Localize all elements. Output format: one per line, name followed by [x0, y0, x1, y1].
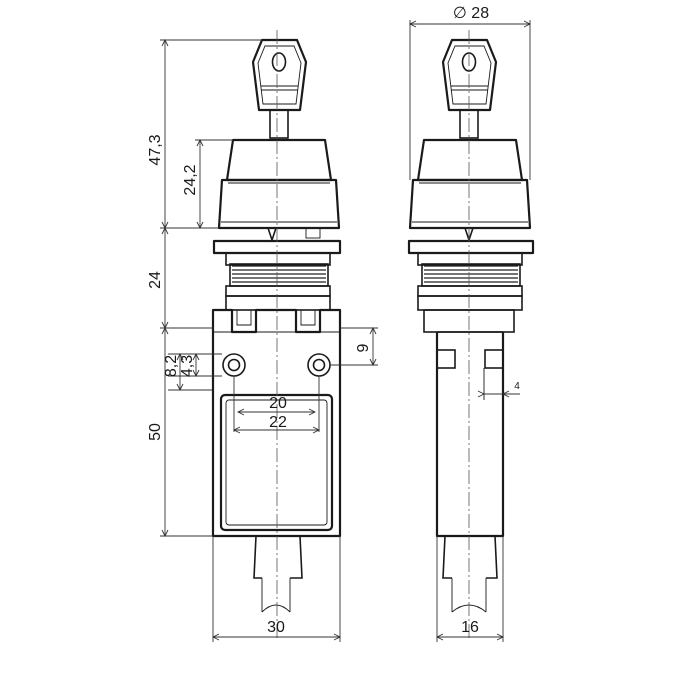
dim-key-height: 47,3 — [147, 134, 164, 165]
dim-hole-vertical: 9 — [355, 343, 372, 352]
dimension-lines — [160, 20, 532, 642]
dim-actuator-height: 24 — [147, 271, 164, 289]
side-key — [441, 38, 498, 139]
dim-body-height: 50 — [147, 423, 164, 441]
dim-body-width: 30 — [267, 619, 285, 636]
dim-hole-spacing-inner: 20 — [269, 395, 287, 412]
side-head — [408, 138, 532, 243]
dimension-labels: 47,3 24,2 24 50 8,2 4,3 9 20 22 30 16 ∅ … — [147, 5, 520, 636]
dim-slot-depth: 4 — [514, 381, 520, 392]
dim-head-height: 24,2 — [182, 164, 199, 195]
front-cable — [253, 535, 303, 613]
front-head — [217, 138, 341, 243]
side-body — [435, 331, 505, 538]
dim-hole-spacing-outer: 22 — [269, 414, 287, 431]
side-collar — [407, 239, 535, 333]
dim-diameter: ∅ 28 — [453, 5, 489, 22]
front-key — [251, 38, 308, 139]
front-view — [211, 30, 342, 640]
dim-hole-offset-b: 4,3 — [179, 355, 196, 377]
dim-side-width: 16 — [461, 619, 479, 636]
side-view — [407, 30, 535, 640]
dim-hole-offset-a: 8,2 — [163, 355, 180, 377]
side-cable — [442, 535, 498, 613]
